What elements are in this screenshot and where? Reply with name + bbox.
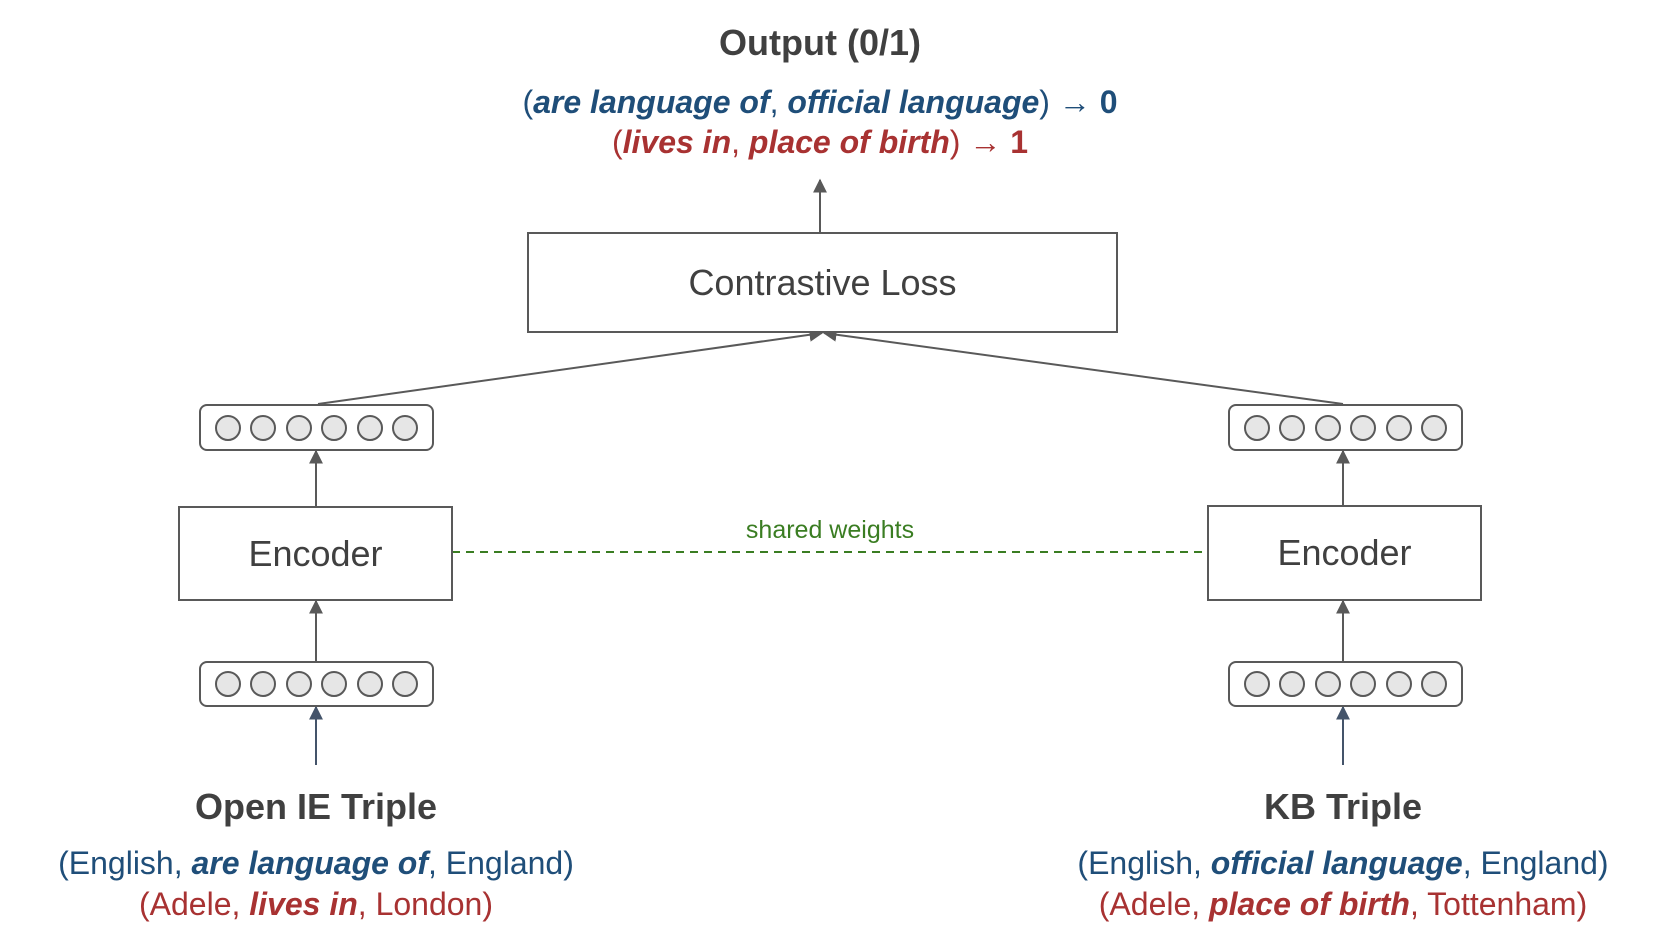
open-ie-line-1-relation: are language of bbox=[191, 845, 429, 881]
kb-line-1: (English, official language, England) bbox=[1033, 845, 1653, 882]
output-line-1-openie-relation: are language of bbox=[533, 84, 770, 120]
vector-node bbox=[1314, 671, 1341, 697]
vector-node bbox=[1350, 671, 1377, 697]
kb-line-2-head: (Adele, bbox=[1098, 886, 1210, 922]
shared-weights-label: shared weights bbox=[745, 516, 915, 544]
vector-node bbox=[1314, 414, 1341, 441]
left-encoder-box: Encoder bbox=[178, 506, 453, 601]
left-input-vector bbox=[199, 661, 434, 707]
vector-node bbox=[285, 671, 312, 697]
vector-node bbox=[214, 414, 241, 441]
vector-node bbox=[321, 414, 348, 441]
vector-node bbox=[1385, 671, 1412, 697]
output-line-1-arrow: → bbox=[1058, 84, 1091, 120]
open-ie-line-2-relation: lives in bbox=[249, 886, 358, 922]
vector-node bbox=[356, 671, 383, 697]
left-encoder-label: Encoder bbox=[248, 532, 383, 574]
vector-node bbox=[321, 671, 348, 697]
vector-node bbox=[1279, 414, 1306, 441]
open-ie-line-2: (Adele, lives in, London) bbox=[16, 886, 616, 923]
kb-line-2-relation: place of birth bbox=[1209, 886, 1410, 922]
contrastive-loss-box: Contrastive Loss bbox=[527, 232, 1118, 333]
output-line-1: (are language of, official language) → 0 bbox=[420, 84, 1220, 121]
output-title: Output (0/1) bbox=[719, 22, 921, 63]
open-ie-line-1-tail: , England) bbox=[428, 845, 574, 881]
open-ie-line-1-head: (English, bbox=[58, 845, 192, 881]
open-ie-title: Open IE Triple bbox=[194, 786, 438, 827]
vector-node bbox=[250, 414, 277, 441]
right-encoder-box: Encoder bbox=[1207, 505, 1482, 601]
vector-node bbox=[1421, 414, 1448, 441]
output-line-2-open: ( bbox=[611, 124, 623, 160]
output-line-2-label: 1 bbox=[1001, 124, 1029, 160]
vector-node bbox=[214, 671, 241, 697]
vector-node bbox=[250, 671, 277, 697]
output-line-1-kb-relation: official language bbox=[787, 84, 1040, 120]
vector-node bbox=[1243, 671, 1270, 697]
output-line-2-openie-relation: lives in bbox=[622, 124, 732, 160]
open-ie-line-2-head: (Adele, bbox=[139, 886, 250, 922]
vector-node bbox=[356, 414, 383, 441]
vector-node bbox=[1350, 414, 1377, 441]
output-line-2-separator: , bbox=[731, 124, 749, 160]
right-encoder-label: Encoder bbox=[1277, 532, 1412, 573]
vector-node bbox=[1385, 414, 1412, 441]
output-line-2-kb-relation: place of birth bbox=[748, 124, 950, 160]
left-output-vector bbox=[199, 404, 434, 451]
kb-line-1-head: (English, bbox=[1077, 845, 1211, 881]
output-line-2: (lives in, place of birth) → 1 bbox=[420, 124, 1220, 161]
vector-node bbox=[285, 414, 312, 441]
arrow-right-vector-to-loss bbox=[822, 327, 1344, 405]
right-output-vector bbox=[1228, 404, 1463, 451]
output-line-1-open: ( bbox=[522, 84, 534, 120]
output-line-2-close: ) bbox=[949, 124, 970, 160]
kb-line-1-tail: , England) bbox=[1462, 845, 1609, 881]
kb-title: KB Triple bbox=[1263, 786, 1423, 827]
kb-line-1-relation: official language bbox=[1210, 845, 1463, 881]
output-line-1-close: ) bbox=[1039, 84, 1059, 120]
vector-node bbox=[1243, 414, 1270, 441]
output-line-1-label: 0 bbox=[1090, 84, 1118, 120]
output-line-2-arrow: → bbox=[969, 124, 1002, 160]
kb-line-2-tail: , Tottenham) bbox=[1409, 886, 1588, 922]
open-ie-line-2-tail: , London) bbox=[357, 886, 493, 922]
open-ie-line-1: (English, are language of, England) bbox=[16, 845, 616, 882]
vector-node bbox=[392, 414, 419, 441]
vector-node bbox=[392, 671, 419, 697]
right-input-vector bbox=[1228, 661, 1463, 707]
vector-node bbox=[1279, 671, 1306, 697]
output-line-1-separator: , bbox=[769, 84, 788, 120]
kb-line-2: (Adele, place of birth, Tottenham) bbox=[1033, 886, 1653, 923]
arrow-left-vector-to-loss bbox=[317, 327, 824, 405]
vector-node bbox=[1421, 671, 1448, 697]
contrastive-loss-label: Contrastive Loss bbox=[688, 261, 957, 303]
